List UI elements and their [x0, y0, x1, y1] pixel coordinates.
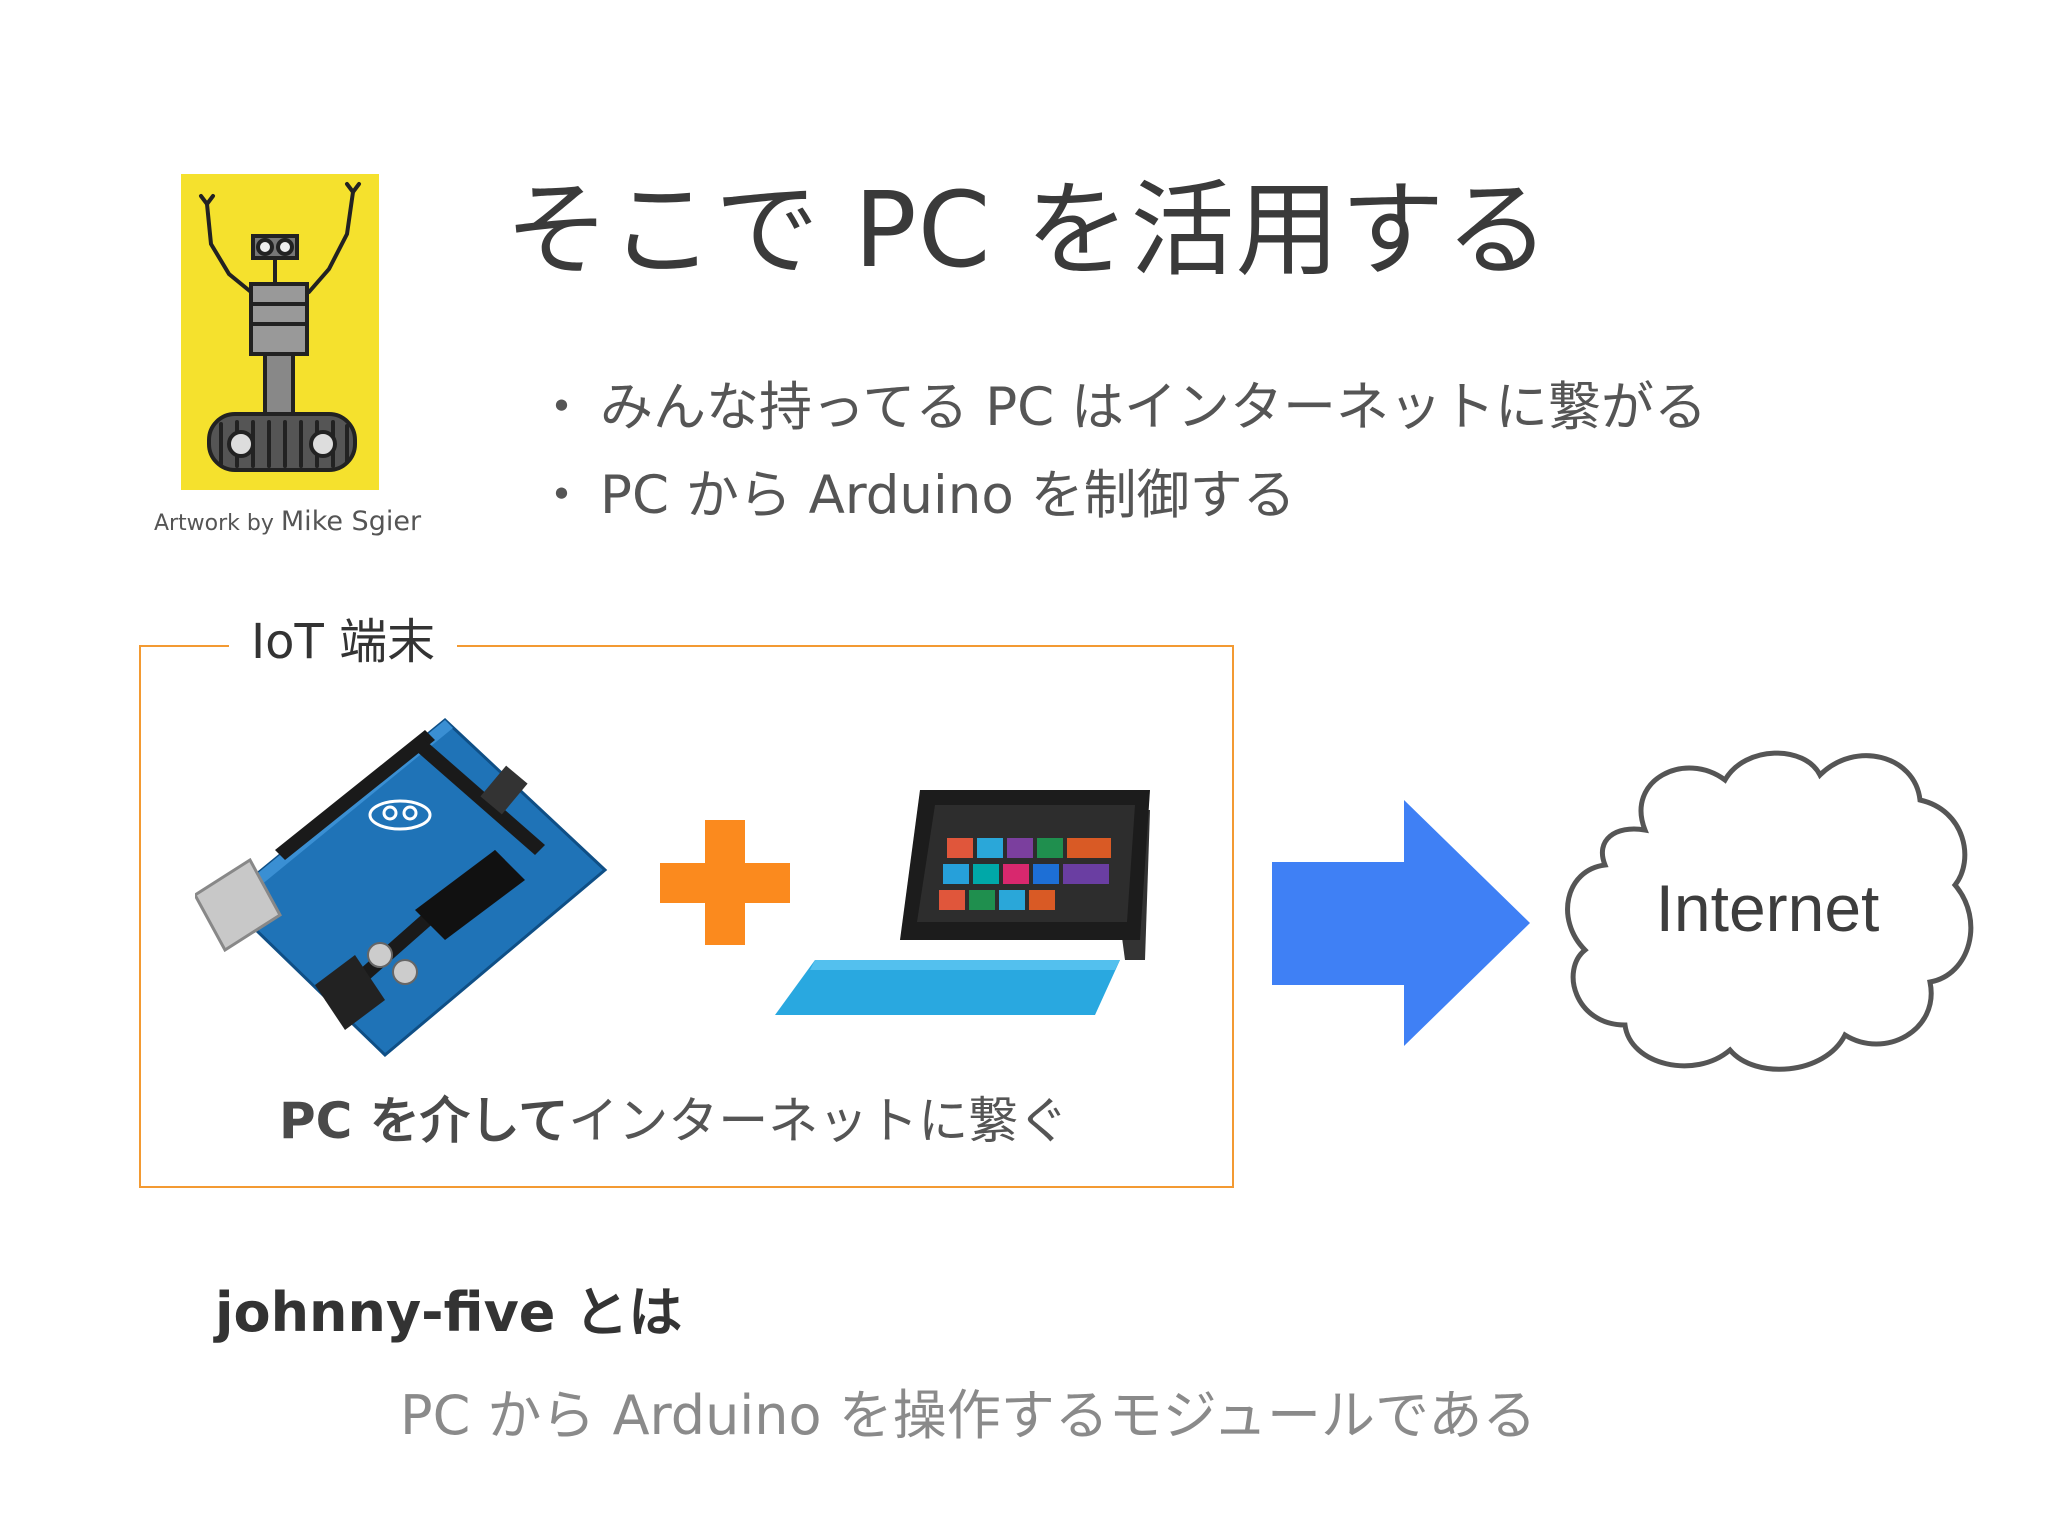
bullet-marker: ・	[535, 465, 588, 526]
caption-rest: インターネットに繋ぐ	[568, 1092, 1069, 1150]
iot-caption: PC を介してインターネットに繋ぐ	[279, 1089, 1068, 1153]
cloud-label: Internet	[1655, 871, 1880, 945]
bullet-item: ・PC から Arduino を制御する	[535, 460, 1707, 548]
iot-device-box	[139, 645, 1234, 1188]
iot-box-label: IoT 端末	[229, 612, 458, 672]
bullet-text: PC から Arduino を制御する	[600, 465, 1296, 526]
caption-bold: PC を介して	[279, 1092, 569, 1150]
bullet-item: ・みんな持ってる PC はインターネットに繋がる	[535, 372, 1707, 460]
credit-prefix: Artwork by	[153, 511, 274, 536]
slide-title: そこで PC を活用する	[505, 169, 1551, 291]
bullet-marker: ・	[535, 377, 588, 438]
robot-artwork-icon	[181, 174, 379, 490]
arrow-right-icon	[1272, 800, 1532, 1050]
plus-icon	[660, 820, 790, 945]
credit-name: Mike Sgier	[280, 506, 422, 537]
johnny-five-heading: johnny-five とは	[215, 1281, 683, 1344]
bullet-text: みんな持ってる PC はインターネットに繋がる	[600, 377, 1708, 438]
tablet-pc-icon	[775, 790, 1155, 1020]
bullet-list: ・みんな持ってる PC はインターネットに繋がる ・PC から Arduino …	[535, 372, 1707, 548]
artwork-credit: Artwork by Mike Sgier	[145, 506, 430, 537]
johnny-five-description: PC から Arduino を操作するモジュールである	[400, 1384, 1537, 1447]
arduino-board-icon	[193, 700, 625, 1060]
cloud-icon	[1555, 720, 1980, 1100]
